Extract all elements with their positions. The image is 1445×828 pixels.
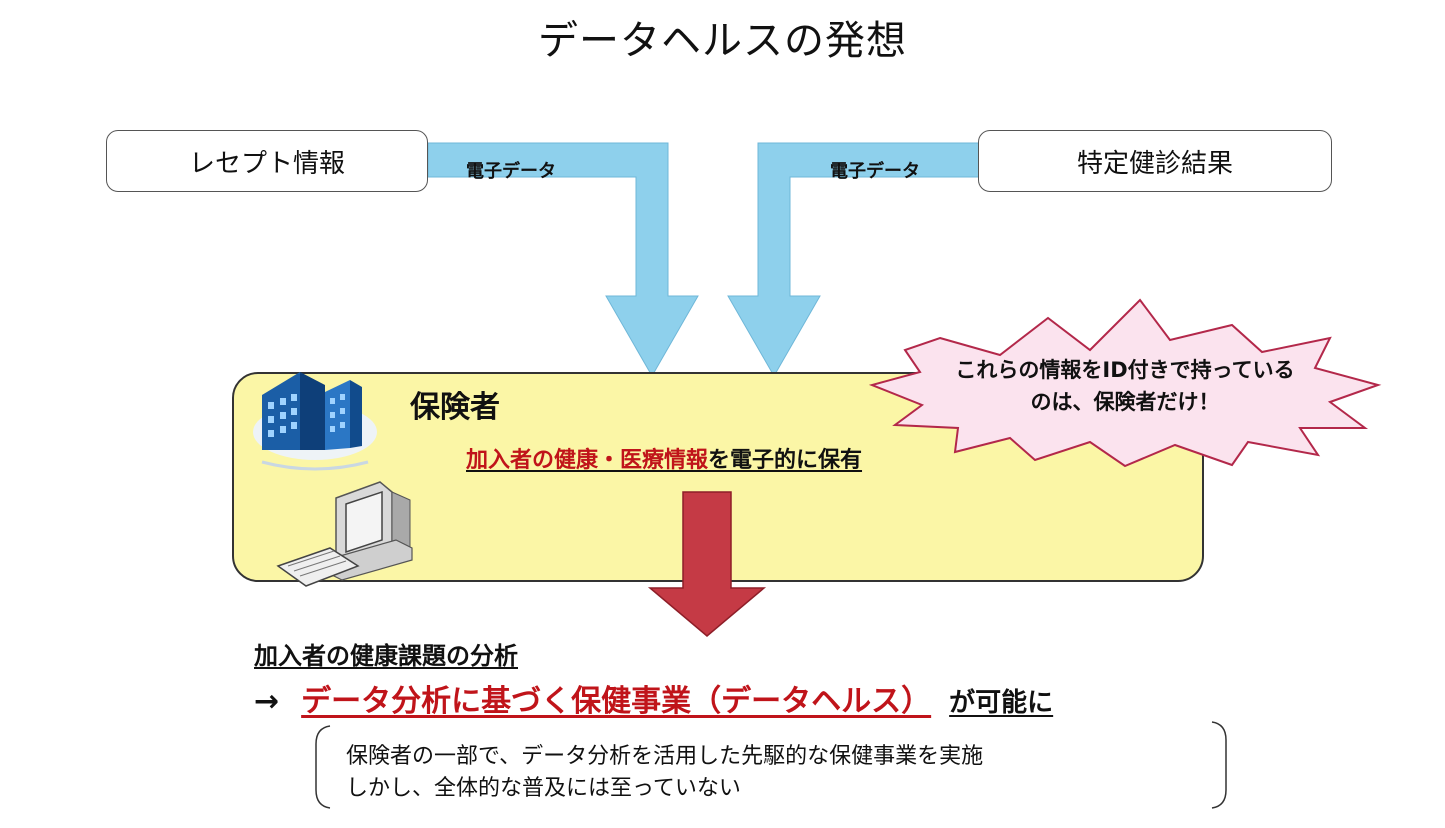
note-line-2: しかし、全体的な普及には至っていない: [346, 776, 741, 801]
callout-line-2: のは、保険者だけ！: [1030, 390, 1220, 414]
receipt-info-box: レセプト情報: [106, 130, 428, 192]
holding-highlight: 加入者の健康・医療情報: [466, 448, 709, 473]
callout-text: これらの情報をID付きで持っている のは、保険者だけ！: [905, 354, 1345, 418]
holding-statement: 加入者の健康・医療情報を電子的に保有: [466, 442, 862, 474]
arrow-glyph: →: [254, 684, 280, 719]
result-arrow: [647, 491, 767, 637]
note-line-1: 保険者の一部で、データ分析を活用した先駆的な保健事業を実施: [346, 744, 984, 769]
office-building-icon: [253, 372, 377, 471]
outcome-tail: が可能に: [949, 688, 1054, 718]
right-arrow-label: 電子データ: [830, 161, 920, 182]
right-data-arrow: [727, 142, 981, 378]
note-bracket-right: [1211, 721, 1227, 809]
outcome-highlight: データ分析に基づく保健事業（データヘルス）: [301, 684, 932, 719]
computer-icon: [276, 481, 413, 587]
note-bracket-left: [315, 725, 331, 809]
analysis-heading: 加入者の健康課題の分析: [254, 642, 518, 670]
insurer-label: 保険者: [410, 390, 500, 425]
holding-rest: を電子的に保有: [708, 448, 863, 473]
left-arrow-label: 電子データ: [466, 161, 556, 182]
callout-burst: [868, 298, 1382, 468]
outcome-line: → データ分析に基づく保健事業（データヘルス） が可能に: [254, 676, 1053, 720]
page-title: データヘルスの発想: [538, 18, 907, 64]
callout-line-1: これらの情報をID付きで持っている: [955, 358, 1295, 382]
left-data-arrow: [427, 142, 699, 378]
health-checkup-box: 特定健診結果: [978, 130, 1332, 192]
